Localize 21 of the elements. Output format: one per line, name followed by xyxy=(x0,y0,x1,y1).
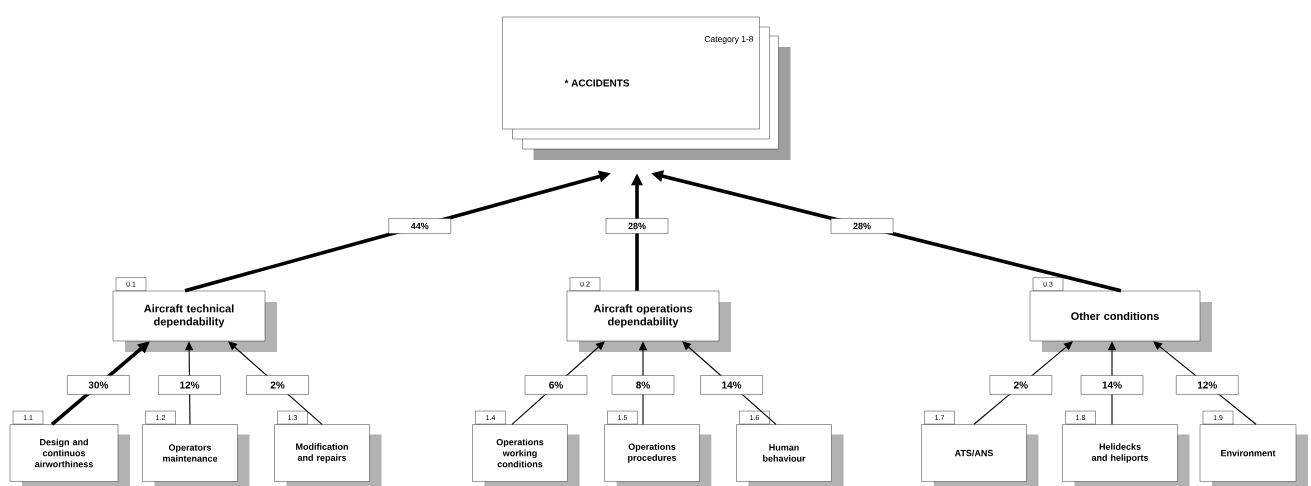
edge-label: 8% xyxy=(611,375,675,395)
edge-label: 2% xyxy=(246,375,309,395)
edge-label: 28% xyxy=(830,218,894,234)
edge-label: 14% xyxy=(1080,375,1144,395)
category-box: Aircraft technical dependability xyxy=(112,290,277,352)
edge-label: 44% xyxy=(388,218,451,234)
edge-label: 12% xyxy=(158,375,221,395)
factor-box: Operators maintenance xyxy=(142,424,250,486)
edge-label: 12% xyxy=(1176,375,1239,395)
edge-label: 14% xyxy=(700,375,763,395)
stacked-box: Category 1-8 * ACCIDENTS xyxy=(502,16,791,160)
factor-box: ATS/ANS xyxy=(921,424,1039,486)
edge-label: 30% xyxy=(67,375,130,395)
factor-box: Design and continuos airworthiness xyxy=(9,424,130,486)
category-box: Aircraft operations dependability xyxy=(566,290,731,352)
edge-label: 6% xyxy=(524,375,588,395)
node-label: Category 1-8 xyxy=(704,36,754,44)
edge-label: 28% xyxy=(605,218,669,234)
edge-label: 2% xyxy=(989,375,1053,395)
category-box: Other conditions xyxy=(1029,290,1212,352)
factor-box: Helidecks and heliports xyxy=(1062,424,1190,486)
